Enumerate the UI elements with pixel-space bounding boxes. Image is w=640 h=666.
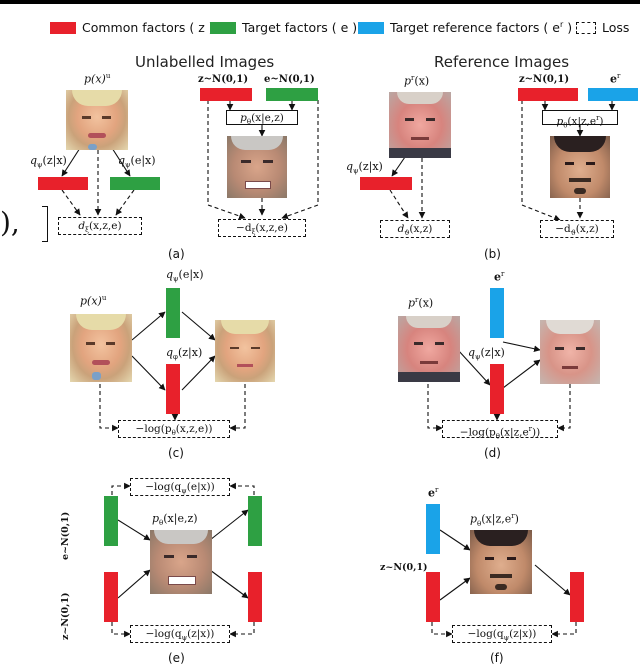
d-qz-label: qψ(z|x) [468, 346, 505, 362]
b-decoder-box: pθ(x|z,er) [542, 110, 618, 130]
e-prior-z: z~N(0,1) [60, 592, 71, 640]
f-z-out-bar [570, 572, 584, 622]
legend-target-label: Target factors ( e ) [242, 20, 358, 35]
legend-reference-label: Target reference factors ( er ) [390, 20, 573, 36]
b-px-label: pr(x) [404, 74, 430, 88]
b-z-prior: z~N(0,1) [519, 74, 570, 85]
a-qz-label: qψ(z|x) [30, 154, 67, 170]
a-decoder-box: pθ(x|e,z) [226, 110, 298, 126]
f-decoder-label: pθ(x|z,er) [470, 512, 519, 528]
face-young-man-f [470, 530, 532, 594]
c-loss-box: −log(pθ(x,z,e)) [118, 420, 230, 438]
bracket-right [42, 206, 48, 242]
f-z-prior: z~N(0,1) [380, 562, 428, 573]
top-rule [0, 0, 640, 4]
a-loss2-box: −dξ(x,z,e) [218, 219, 306, 237]
face-old-man-e [150, 530, 212, 594]
e-decoder-label: pθ(x|e,z) [152, 512, 198, 528]
caption-f: (f) [490, 651, 504, 665]
c-qe-label: qψ(e|x) [166, 268, 204, 284]
face-woman-photo [66, 90, 128, 150]
face-old-man-a [227, 136, 287, 198]
title-unlabelled: Unlabelled Images [135, 53, 275, 71]
a-z-prior: z~N(0,1) [198, 74, 249, 85]
target-swatch [210, 22, 236, 34]
b-z-bar [360, 177, 412, 190]
face-woman-reconstructed [215, 320, 275, 382]
common-swatch [50, 22, 76, 34]
b-e-label: er [610, 72, 621, 86]
face-man-d [398, 316, 460, 382]
face-old-man-photo [540, 320, 600, 384]
a-loss1-box: dξ(x,z,e) [58, 217, 142, 235]
a-px-label: p(x)u [84, 72, 111, 86]
c-px-label: p(x)u [80, 294, 107, 308]
face-young-man-photo [550, 136, 610, 198]
b-qz-label: qψ(z|x) [346, 160, 383, 176]
e-z-bar [104, 572, 118, 622]
c-qz-label: qφ(z|x) [166, 346, 203, 362]
e-e-bar [104, 496, 118, 546]
a-prior-e-bar [266, 88, 318, 101]
b-loss2-box: −dϑ(x,z) [540, 220, 614, 238]
a-z-bar [38, 177, 88, 190]
a-e-bar [110, 177, 160, 190]
d-px-label: pr(x) [408, 296, 434, 310]
b-e-bar [588, 88, 638, 101]
a-prior-z-bar [200, 88, 252, 101]
d-z-bar [490, 364, 504, 414]
f-e-label: er [428, 486, 439, 500]
caption-c: (c) [168, 446, 184, 460]
f-loss-box: −log(qψ(z|x)) [452, 625, 552, 643]
face-woman-c [70, 314, 132, 382]
e-loss-top-box: −log(qψ(e|x)) [130, 478, 230, 496]
f-z-bar [426, 572, 440, 622]
caption-b: (b) [484, 247, 501, 261]
c-e-bar [166, 288, 180, 338]
reference-swatch [358, 22, 384, 34]
caption-e: (e) [168, 651, 185, 665]
b-loss1-box: dϑ(x,z) [380, 220, 450, 238]
e-prior-e: e~N(0,1) [60, 511, 71, 560]
title-reference: Reference Images [434, 53, 570, 71]
d-e-label: er [494, 270, 505, 284]
e-loss-bottom-box: −log(qψ(z|x)) [130, 625, 230, 643]
legend-common-label: Common factors ( z ) [82, 20, 214, 35]
face-man-photo [389, 92, 451, 158]
e-z-out-bar [248, 572, 262, 622]
c-z-bar [166, 364, 180, 414]
a-e-prior: e~N(0,1) [264, 74, 315, 85]
d-e-bar [490, 288, 504, 338]
caption-d: (d) [484, 446, 501, 460]
f-e-bar [426, 504, 440, 554]
legend-loss-label: Loss [602, 20, 630, 35]
equation-fragment: ), [0, 206, 20, 239]
caption-a: (a) [168, 247, 185, 261]
d-loss-box: −log(pθ(x|z,er)) [442, 420, 558, 441]
a-qe-label: qψ(e|x) [118, 154, 156, 170]
e-e-out-bar [248, 496, 262, 546]
b-prior-z-bar [518, 88, 578, 101]
loss-swatch [576, 22, 596, 34]
